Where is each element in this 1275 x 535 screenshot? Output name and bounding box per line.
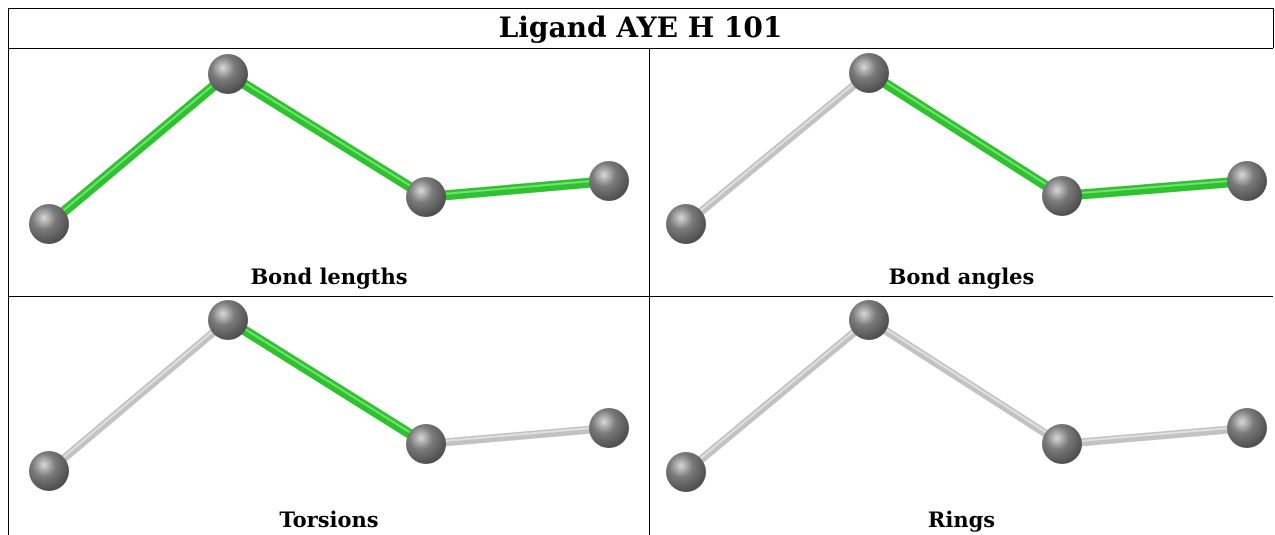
highlighted-bond: [44, 69, 233, 229]
highlighted-bond: [421, 176, 614, 202]
bond-highlight-shine: [227, 71, 427, 197]
outer-top-border: [8, 8, 1273, 9]
panel-torsions: Torsions: [9, 297, 649, 535]
row-divider: [8, 296, 1273, 297]
atom: [208, 54, 248, 94]
atom: [849, 53, 889, 93]
panel-caption: Torsions: [279, 507, 379, 532]
atom: [589, 408, 629, 448]
atom: [589, 161, 629, 201]
bond-highlight-shine: [685, 70, 870, 224]
highlighted-bond: [223, 315, 431, 449]
bond: [682, 316, 873, 476]
bond-highlight-shine: [868, 70, 1063, 196]
bond: [865, 316, 1066, 448]
figure-title: Ligand AYE H 101: [498, 10, 783, 44]
bond-highlight-shine: [425, 178, 610, 197]
panel-bond-lengths: Bond lengths: [9, 49, 649, 296]
bond-highlight-shine: [48, 317, 229, 471]
column-divider: [649, 48, 650, 535]
bond-highlight-shine: [425, 425, 610, 444]
panel-rings: Rings: [650, 297, 1273, 535]
title-divider: [8, 48, 1273, 49]
atom: [1042, 424, 1082, 464]
bond-highlight-shine: [1061, 178, 1248, 196]
bond: [682, 69, 873, 228]
atom: [208, 300, 248, 340]
atom: [406, 177, 446, 217]
bond-highlight-shine: [227, 317, 427, 444]
atom: [666, 204, 706, 244]
molecule-diagram: [29, 300, 629, 491]
highlighted-bond: [864, 68, 1067, 201]
panel-caption: Bond angles: [888, 264, 1035, 289]
atom: [29, 204, 69, 244]
atom: [666, 452, 706, 492]
bond: [1058, 424, 1251, 448]
bond-highlight-shine: [48, 71, 229, 224]
atom: [849, 300, 889, 340]
atom: [1227, 161, 1267, 201]
bond: [422, 424, 613, 448]
atom: [1042, 176, 1082, 216]
bond-highlight-shine: [1061, 425, 1248, 444]
highlighted-bond: [1057, 176, 1252, 201]
outer-left-border: [8, 8, 9, 535]
molecule-diagram: [666, 300, 1267, 492]
atom: [29, 451, 69, 491]
molecule-diagram: [666, 53, 1267, 244]
highlighted-bond: [223, 69, 431, 202]
molecule-diagram: [29, 54, 629, 244]
atom: [1227, 408, 1267, 448]
panel-caption: Bond lengths: [250, 264, 408, 289]
bond: [45, 316, 232, 475]
outer-right-border: [1273, 8, 1274, 48]
panel-caption: Rings: [927, 507, 996, 532]
bond-highlight-shine: [685, 317, 870, 472]
bond-highlight-shine: [868, 317, 1063, 444]
panel-bond-angles: Bond angles: [650, 49, 1273, 296]
atom: [406, 424, 446, 464]
